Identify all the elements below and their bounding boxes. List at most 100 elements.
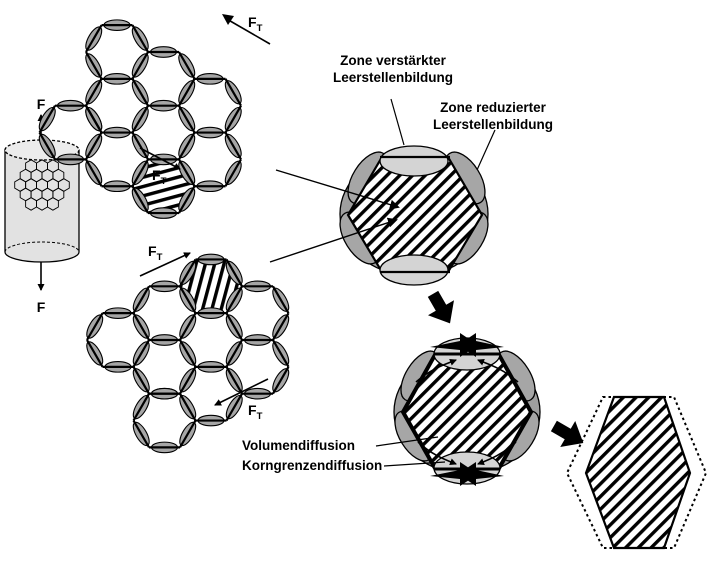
flux-arrow-top-left <box>430 333 478 357</box>
grain-boundary-line <box>132 419 150 448</box>
leader-enhanced-zone <box>390 98 405 146</box>
axial-force-label-top: F <box>37 96 46 112</box>
grain-boundary-line <box>178 78 196 107</box>
grain-boundary-line <box>132 366 150 395</box>
grain-boundary-line <box>179 285 197 314</box>
grain-boundary-line <box>149 338 181 342</box>
grain-boundary-line <box>101 185 133 188</box>
callout-arrow-lower <box>269 217 398 263</box>
grain-boundary-line <box>132 312 150 341</box>
grain-boundary-line <box>195 312 227 315</box>
grain-boundary-line <box>131 24 149 53</box>
leader-grain-boundary-diffusion <box>383 461 446 467</box>
diffusing-grain <box>393 333 541 486</box>
grain-boundary-line <box>241 285 273 288</box>
grain-boundary-line <box>101 131 133 134</box>
grain-boundary-line <box>131 51 149 80</box>
flux-arrow-bottom-left <box>430 462 478 486</box>
transition-arrow-down <box>427 290 454 324</box>
grain-boundary-line <box>85 158 103 187</box>
grain-boundary-line <box>224 105 242 134</box>
grain-boundary-line <box>272 366 290 395</box>
grain-boundary-line <box>148 392 181 395</box>
grain-boundary-line <box>101 24 133 27</box>
upper-grain-cluster <box>38 19 242 219</box>
grain-boundary-line <box>85 131 103 160</box>
grain-boundary-line <box>85 105 103 134</box>
grain-boundary-line <box>195 365 227 368</box>
grain-boundary-line <box>85 51 103 80</box>
callout-arrow-upper <box>275 169 400 210</box>
leader-volume-diffusion <box>375 436 439 447</box>
grain-boundary-line <box>272 339 290 368</box>
axial-force-label-bottom: F <box>37 299 46 315</box>
flux-arrow-bottom-right <box>458 462 504 486</box>
grain-boundary-line <box>86 312 104 341</box>
grain-boundary-line <box>85 24 103 53</box>
leader-reduced-zone <box>476 129 496 171</box>
grain-boundary-line <box>224 78 242 107</box>
grain-boundary-line <box>272 285 290 314</box>
grain-boundary-line <box>178 185 196 214</box>
grain-boundary-line <box>224 131 242 160</box>
grain-boundary-line <box>225 312 243 341</box>
grain-boundary-line <box>179 312 197 341</box>
grain-boundary-line <box>179 366 197 395</box>
grain-boundary-line <box>179 339 197 368</box>
lower-grain-cluster <box>86 253 290 454</box>
grain-boundary-line <box>86 339 104 368</box>
label-reduced-zone-line2: Leerstellenbildung <box>433 117 553 132</box>
shear-label-upper-right: FT <box>248 14 263 34</box>
shear-arrow-upper-left <box>139 147 181 170</box>
boundary-zone-bottom <box>379 254 449 286</box>
label-reduced-zone-line1: Zone reduzierter <box>440 100 547 115</box>
grain-boundary-line <box>148 50 180 54</box>
grain-boundary-line <box>131 158 149 187</box>
grain-boundary-line <box>132 393 150 422</box>
grain-boundary-line <box>148 211 179 215</box>
grain-boundary-line <box>194 77 226 80</box>
deformed-grain-body <box>584 395 692 550</box>
transition-arrow-right <box>550 420 584 447</box>
grain-boundary-line <box>225 366 243 395</box>
label-volume-diffusion: Volumendiffusion <box>242 438 355 453</box>
grain-clusters <box>38 19 290 454</box>
grain-boundary-line <box>147 158 180 161</box>
grain-boundary-line <box>38 131 56 160</box>
shear-label-lower-left: FT <box>148 243 163 263</box>
grain-boundary-line <box>225 339 243 368</box>
shear-arrow-upper-shaft <box>224 17 271 45</box>
boundary-zone-top <box>379 145 449 177</box>
grain-boundary-line <box>131 185 149 214</box>
grain-boundary-line <box>54 158 87 161</box>
shear-forces: FT FT FT FT <box>139 14 271 422</box>
grain-boundary-line <box>38 105 56 134</box>
enlarged-grain <box>339 145 489 286</box>
grain-boundary-line <box>149 285 180 288</box>
grain-boundary-line <box>131 131 149 160</box>
grain-boundary-line <box>148 104 179 107</box>
flux-arrow-top-right <box>458 333 504 357</box>
grain-boundary-line <box>102 365 134 368</box>
grain-boundary-line <box>225 393 243 422</box>
grain-boundary-line <box>85 78 103 107</box>
label-grain-boundary-diffusion: Korngrenzendiffusion <box>242 458 382 473</box>
grain-boundary-line <box>179 393 197 422</box>
shear-label-lower-right: FT <box>248 402 263 422</box>
grain-boundary-line <box>194 185 226 188</box>
grain-boundary-line <box>179 258 197 287</box>
elongated-grain <box>565 395 708 550</box>
grain-boundary-line <box>225 258 243 287</box>
grain-boundary-line <box>132 339 150 368</box>
grain-boundary-line <box>195 419 227 422</box>
grain-boundary-line <box>179 419 197 448</box>
grain-boundary-line <box>178 105 196 134</box>
label-enhanced-zone-line1: Zone verstärkter <box>340 53 447 68</box>
shear-arrow-upper-head <box>222 14 234 25</box>
grain-boundary-line <box>131 105 149 134</box>
grain-boundary-line <box>54 104 87 107</box>
grain-boundary-line <box>242 338 273 342</box>
grain-boundary-line <box>225 285 243 314</box>
shear-arrow-lower-left <box>139 252 191 277</box>
